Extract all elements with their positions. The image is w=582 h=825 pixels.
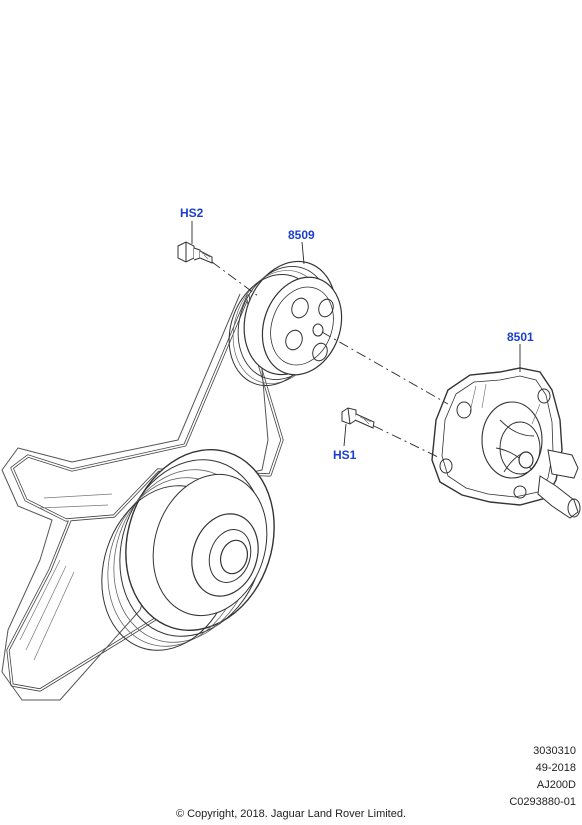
reference-line-1: 3030310 [533, 745, 576, 757]
callout-leaders [192, 221, 520, 446]
alignment-lines [212, 262, 448, 458]
crankshaft-pulley [81, 430, 297, 667]
callout-hs1: HS1 [333, 448, 357, 462]
reference-line-3: AJ200D [536, 779, 576, 791]
reference-line-4: C0293880-01 [509, 796, 576, 808]
callout-8501: 8501 [507, 330, 534, 344]
copyright-notice: © Copyright, 2018. Jaguar Land Rover Lim… [175, 808, 407, 820]
bolt-hs2 [178, 242, 212, 263]
reference-line-2: 49-2018 [535, 762, 576, 774]
water-pump-housing [432, 368, 580, 518]
callout-8509: 8509 [288, 228, 315, 242]
callout-hs2: HS2 [180, 206, 204, 220]
bolt-hs1 [342, 408, 374, 428]
water-pump-pulley [214, 248, 355, 398]
